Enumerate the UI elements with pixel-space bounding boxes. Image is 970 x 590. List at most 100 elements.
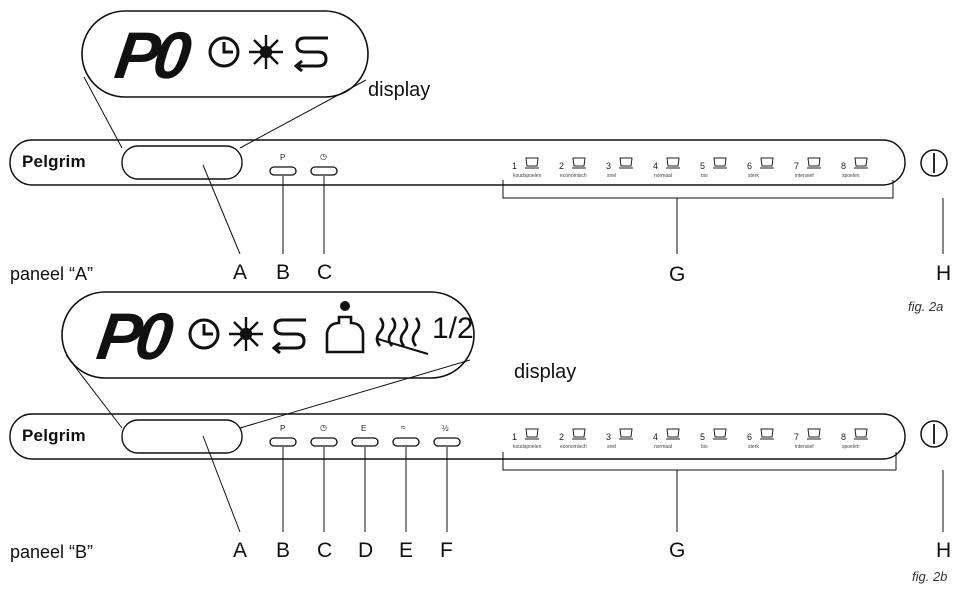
program-pictogram-icon — [619, 157, 633, 169]
callout-E-b: E — [399, 539, 414, 562]
callout-A-a: A — [233, 261, 248, 284]
display-bubble-a — [81, 10, 369, 98]
program-name: sterk — [748, 444, 759, 450]
callout-C-a: C — [317, 261, 333, 284]
half-load-symbol: 1/2 — [432, 312, 474, 345]
program-name: sterk — [748, 173, 759, 179]
salt-icon — [293, 36, 328, 73]
callout-H-b: H — [936, 539, 952, 562]
button-delay-b[interactable] — [310, 437, 338, 447]
callout-D-b: D — [358, 539, 374, 562]
bubble-leader-a-left — [83, 76, 123, 149]
program-pictogram-icon — [666, 157, 680, 169]
figure-label-b: fig. 2b — [912, 569, 948, 584]
sun-icon — [229, 317, 263, 351]
program-pictogram-icon — [854, 157, 868, 169]
program-number: 5 — [700, 161, 706, 171]
program-name: snel — [607, 173, 617, 179]
program-name: intensief — [795, 444, 814, 450]
button-mark-delay-b: ◷ — [320, 423, 327, 432]
display-label-a: display — [368, 79, 431, 101]
program-name: bio — [701, 444, 708, 450]
program-name: koudspoelen — [513, 173, 542, 179]
program-pictogram-icon — [525, 428, 539, 440]
button-mark-drying-b: ≈ — [401, 423, 406, 432]
button-program-b[interactable] — [269, 437, 297, 447]
callout-line-b-A — [202, 435, 241, 533]
clock-icon — [208, 36, 240, 68]
program-number: 8 — [841, 432, 847, 442]
program-name: spoelen — [842, 444, 860, 450]
program-number: 7 — [794, 432, 800, 442]
callout-bracket-b-G — [502, 452, 897, 471]
program-number: 2 — [559, 432, 565, 442]
button-mark-extra-b: E — [361, 424, 367, 433]
program-pictogram-icon — [619, 428, 633, 440]
program-name: spoelen — [842, 173, 860, 179]
program-pictogram-icon — [807, 157, 821, 169]
brand-logo-a: Pelgrim — [22, 152, 86, 171]
figure-label-a: fig. 2a — [908, 299, 944, 314]
button-mark-program-a: P — [280, 153, 286, 162]
program-number: 6 — [747, 432, 753, 442]
rinse-aid-icon — [325, 301, 365, 354]
program-name: bio — [701, 173, 708, 179]
panel-a-title: paneel “A” — [10, 264, 94, 284]
program-pictogram-icon — [854, 428, 868, 440]
program-pictogram-icon — [760, 157, 774, 169]
sun-icon — [249, 35, 283, 69]
program-name: intensief — [795, 173, 814, 179]
button-mark-delay-a: ◷ — [320, 152, 327, 161]
panel-b-outline — [9, 413, 906, 460]
bubble-leader-b-right — [239, 359, 471, 429]
display-readout-b: P0 — [92, 299, 172, 373]
callout-C-b: C — [317, 539, 333, 562]
button-delay-a[interactable] — [310, 166, 338, 176]
program-pictogram-icon — [572, 157, 586, 169]
button-program-a[interactable] — [269, 166, 297, 176]
program-number: 4 — [653, 432, 659, 442]
panel-b-title: paneel “B” — [10, 542, 94, 562]
program-name: economisch — [560, 173, 587, 179]
program-pictogram-icon — [572, 428, 586, 440]
display-window-b — [121, 419, 243, 454]
display-bubble-b — [61, 291, 475, 379]
program-pictogram-icon — [525, 157, 539, 169]
callout-G-b: G — [669, 539, 686, 562]
program-pictogram-icon — [713, 157, 727, 169]
callout-F-b: F — [440, 539, 453, 562]
program-number: 3 — [606, 161, 612, 171]
clock-icon — [188, 318, 220, 350]
button-extra-b[interactable] — [351, 437, 379, 447]
callout-line-a-A — [202, 164, 241, 255]
power-button-b[interactable] — [920, 420, 948, 448]
program-name: economisch — [560, 444, 587, 450]
callout-B-b: B — [276, 539, 291, 562]
program-number: 4 — [653, 161, 659, 171]
display-window-a — [121, 145, 243, 180]
button-mark-program-b: P — [280, 424, 286, 433]
program-number: 1 — [512, 161, 518, 171]
program-pictogram-icon — [713, 428, 727, 440]
display-readout-a: P0 — [110, 18, 190, 92]
program-name: normaal — [654, 444, 673, 450]
salt-icon — [271, 318, 306, 355]
program-pictogram-icon — [666, 428, 680, 440]
drying-icon — [375, 317, 429, 355]
program-pictogram-icon — [760, 428, 774, 440]
brand-logo-b: Pelgrim — [22, 426, 86, 445]
display-label-b: display — [514, 361, 577, 383]
bubble-leader-b-left — [65, 354, 123, 429]
program-number: 8 — [841, 161, 847, 171]
power-button-a[interactable] — [920, 149, 948, 177]
button-half-b[interactable] — [433, 437, 461, 447]
program-name: snel — [607, 444, 617, 450]
program-number: 5 — [700, 432, 706, 442]
panel-a-outline — [9, 139, 906, 186]
callout-B-a: B — [276, 261, 291, 284]
callout-H-a: H — [936, 262, 952, 285]
button-drying-b[interactable] — [392, 437, 420, 447]
program-number: 7 — [794, 161, 800, 171]
